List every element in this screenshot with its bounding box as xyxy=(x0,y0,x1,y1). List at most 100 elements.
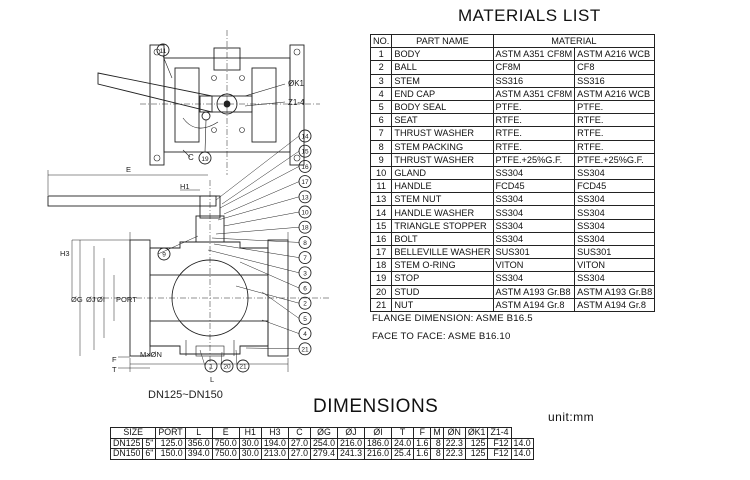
svg-text:11: 11 xyxy=(160,48,167,55)
front-handle xyxy=(47,195,217,207)
row-part-name: GLAND xyxy=(391,165,494,181)
row-part-name: BELLEVILLE WASHER xyxy=(391,244,494,260)
svg-text:14: 14 xyxy=(301,134,309,141)
header-no: NO. xyxy=(369,33,393,49)
dim-cell: 22.3 xyxy=(442,437,466,450)
row-material-2: SS316 xyxy=(574,73,656,88)
row-no: 16 xyxy=(369,231,393,247)
dim-header-cell: ØG xyxy=(309,427,339,439)
row-material-2: RTFE. xyxy=(574,126,656,141)
row-material-1: CF8M xyxy=(492,60,576,75)
callout-21-bottom: 21 xyxy=(235,349,250,373)
face-to-face-note: FACE TO FACE: ASME B16.10 xyxy=(372,331,511,342)
callout-10-right: 10 xyxy=(223,205,312,227)
row-material-2: SS304 xyxy=(574,218,656,233)
callout-6-right: 6 xyxy=(239,261,312,295)
dim-cell: 22.3 xyxy=(442,448,466,460)
row-no: 9 xyxy=(369,152,393,167)
row-part-name: STEM NUT xyxy=(391,192,494,207)
row-material-1: FCD45 xyxy=(492,179,576,194)
dim-cell: 150.0 xyxy=(155,448,186,460)
svg-text:8: 8 xyxy=(303,240,307,247)
row-material-2: SS304 xyxy=(574,165,656,181)
label-l: L xyxy=(210,375,214,384)
row-part-name: STEM O-RING xyxy=(391,258,494,273)
label-t: T xyxy=(112,365,117,374)
row-material-2: PTFE. xyxy=(574,99,656,115)
row-material-2: SS304 xyxy=(574,231,656,247)
callout-7-right: 7 xyxy=(213,243,312,265)
dim-cell: 25.4 xyxy=(391,448,415,460)
top-handle xyxy=(97,72,213,113)
svg-text:7: 7 xyxy=(303,255,307,262)
dim-cell: 186.0 xyxy=(364,437,393,450)
label-i: ØI xyxy=(97,295,105,304)
row-part-name: THRUST WASHER xyxy=(391,126,494,141)
label-h1: H1 xyxy=(180,182,190,191)
callout-2-right: 2 xyxy=(235,285,312,310)
callout-13-right: 13 xyxy=(217,190,312,221)
row-no: 11 xyxy=(369,179,393,194)
dim-header-cell: SIZE xyxy=(109,427,157,439)
row-material-2: PTFE.+25%G.F. xyxy=(574,152,656,167)
front-body xyxy=(149,241,269,355)
top-bolt-box xyxy=(213,47,241,71)
row-no: 4 xyxy=(369,86,393,101)
dim-cell: DN125 xyxy=(109,437,144,450)
dim-cell: 14.0 xyxy=(510,437,534,450)
callout-9-left: 9 xyxy=(157,235,199,261)
materials-list-title: MATERIALS LIST xyxy=(458,6,601,25)
dimensions-title: DIMENSIONS xyxy=(313,396,439,417)
top-flange-left xyxy=(149,44,165,166)
row-no: 3 xyxy=(369,73,393,88)
dim-cell: 279.4 xyxy=(309,448,339,460)
dim-cell: 27.0 xyxy=(287,437,311,450)
row-material-2: RTFE. xyxy=(574,139,656,154)
dim-cell: 194.0 xyxy=(260,437,289,450)
row-no: 18 xyxy=(369,258,393,273)
svg-text:4: 4 xyxy=(303,331,307,338)
row-part-name: STOP xyxy=(391,271,494,286)
row-material-2: ASTM A216 WCB xyxy=(574,47,656,62)
dim-header-cell: M xyxy=(430,427,444,439)
dim-cell: 125.0 xyxy=(155,437,186,450)
row-material-1: SS304 xyxy=(492,218,576,233)
dim-cell: 1.6 xyxy=(413,437,432,450)
svg-text:18: 18 xyxy=(301,225,309,232)
dim-cell: 24.0 xyxy=(391,437,415,450)
callout-15-right: 15 xyxy=(221,144,312,205)
dim-cell: 216.0 xyxy=(364,448,393,460)
dim-header-cell: ØI xyxy=(364,427,393,439)
dim-header-cell: C xyxy=(287,427,311,439)
dim-cell: 8 xyxy=(430,448,444,460)
row-no: 20 xyxy=(369,284,393,299)
dim-header-cell: ØN xyxy=(442,427,466,439)
row-part-name: NUT xyxy=(391,297,494,312)
materials-header-row: NO. PART NAME MATERIAL xyxy=(369,33,656,49)
row-material-2: ASTM A216 WCB xyxy=(574,86,656,101)
dim-cell: 241.3 xyxy=(336,448,366,460)
label-e: E xyxy=(126,165,131,174)
svg-text:6: 6 xyxy=(303,286,307,293)
dim-cell: 8 xyxy=(430,437,444,450)
row-part-name: STEM xyxy=(391,73,494,88)
dim-cell: 750.0 xyxy=(211,448,240,460)
dim-cell: 750.0 xyxy=(211,437,240,450)
row-material-2: SS304 xyxy=(574,205,656,220)
flange-dimension-note: FLANGE DIMENSION: ASME B16.5 xyxy=(372,313,533,324)
callout-5-right: 5 xyxy=(261,291,312,325)
row-part-name: BODY xyxy=(391,47,494,62)
callout-20-bottom: 20 xyxy=(220,351,234,373)
row-material-1: PTFE.+25%G.F. xyxy=(492,152,576,167)
